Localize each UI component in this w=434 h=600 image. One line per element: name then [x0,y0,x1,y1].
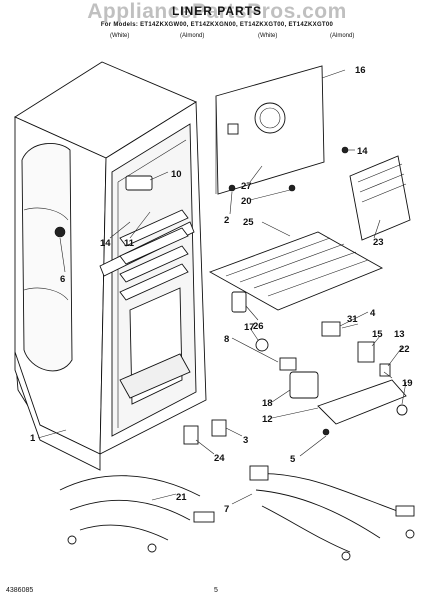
callout-5: 5 [290,454,296,465]
callout-22: 22 [399,344,410,355]
callout-17: 17 [244,322,255,333]
model-color-3: (White) [258,33,278,39]
callout-27: 27 [241,181,252,192]
callout-2: 2 [224,215,229,226]
callout-6: 6 [60,274,65,285]
callout-31: 31 [347,314,358,325]
small-parts [183,146,408,445]
callout-7: 7 [224,504,229,515]
callout-20: 20 [241,196,252,207]
page-number: 5 [214,587,218,594]
callout-15: 15 [372,329,383,340]
harness-connector-1 [193,511,215,523]
callout-11: 11 [124,238,135,249]
callout-14b: 14 [100,238,111,249]
callout-18: 18 [262,398,273,409]
callout-3: 3 [243,435,248,446]
light-bulb-17 [255,338,269,352]
shelf-rails [119,209,189,301]
screw-5 [322,428,330,436]
callout-23: 23 [373,237,384,248]
model-color-4: (Almond) [330,33,355,39]
callout-24: 24 [214,453,225,464]
model-color-2: (Almond) [180,33,205,39]
callout-labels: 16 10 14 27 20 2 25 23 6 14 11 4 31 26 1… [30,65,413,515]
callout-25: 25 [243,217,254,228]
leader-lines [37,69,407,505]
harness-connector-2 [249,465,269,481]
callout-14a: 14 [357,146,368,157]
document-number: 4386085 [6,587,34,594]
harness-connector-3 [395,505,415,517]
wire-harnesses [59,465,415,561]
part-3 [211,419,227,437]
model-color-1: (White) [110,33,130,39]
part-26 [231,291,247,313]
light-shield-12 [317,379,407,425]
clip-2 [228,184,236,192]
callout-10: 10 [171,169,182,180]
control-cover [349,155,411,241]
part-24 [183,425,199,445]
callout-1: 1 [30,433,36,444]
socket-8 [279,357,297,371]
page-title: LINER PARTS [171,4,263,18]
callout-13: 13 [394,329,405,340]
watermark: AppliancePartsPros.com [87,0,347,23]
part-22 [379,363,391,377]
model-list: For Models: ET14ZKXGW00, ET14ZKXGN00, ET… [100,22,334,28]
part-19 [396,404,408,416]
rear-air-duct-panel [215,65,325,195]
callout-21: 21 [176,492,187,503]
callout-4: 4 [370,308,376,319]
liner-cabinet [14,61,207,471]
callout-8: 8 [224,334,229,345]
callout-19: 19 [402,378,413,389]
part-31 [321,321,341,337]
callout-26: 26 [253,321,264,332]
part-13 [357,341,375,363]
callout-12: 12 [262,414,273,425]
wire-shelf [208,231,384,311]
callout-16: 16 [355,65,366,76]
housing-18 [289,371,319,399]
screw-20 [288,184,296,192]
screw-14 [341,146,349,154]
